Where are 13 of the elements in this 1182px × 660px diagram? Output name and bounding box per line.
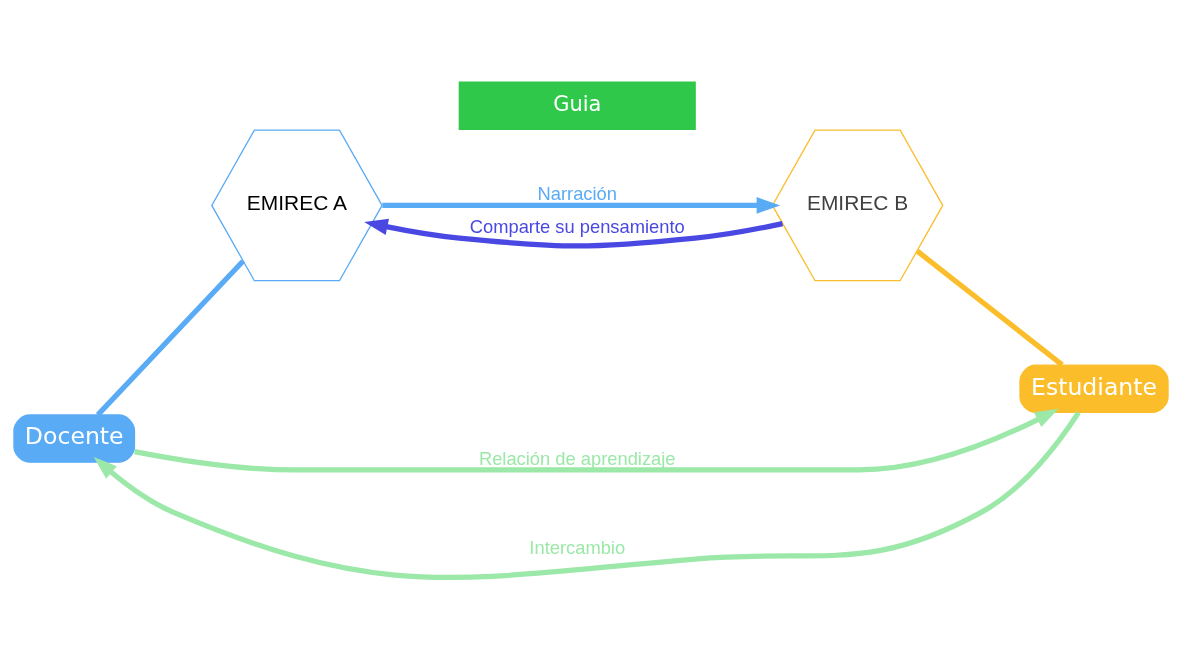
arrow bbox=[382, 197, 781, 214]
node-box: Estudiante bbox=[1019, 364, 1169, 413]
arrow bbox=[364, 218, 784, 249]
node-box: Guia bbox=[458, 81, 696, 131]
edge-label: Comparte su pensamiento bbox=[469, 216, 685, 238]
edge-label: Intercambio bbox=[529, 537, 626, 559]
arrow bbox=[93, 411, 1081, 580]
edge-label: Relación de aprendizaje bbox=[478, 448, 676, 470]
node-box: Docente bbox=[13, 414, 136, 463]
connector bbox=[95, 259, 245, 417]
arrow bbox=[134, 408, 1059, 473]
connector bbox=[915, 249, 1064, 367]
edge-label: Narración bbox=[537, 183, 617, 205]
